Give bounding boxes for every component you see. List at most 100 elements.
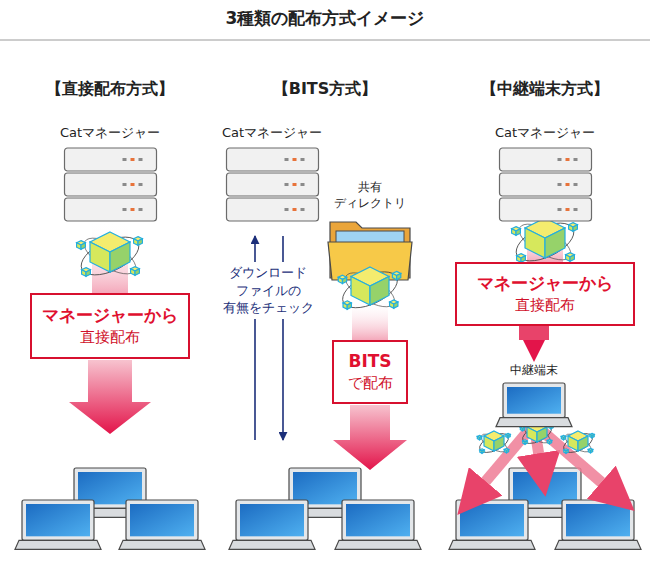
orbit-ring — [478, 431, 509, 456]
orbit-ring — [514, 217, 576, 267]
cube-right — [545, 228, 565, 258]
distribution-box: BITSで配布 — [332, 340, 408, 404]
distribution-arrow — [333, 405, 407, 470]
server-led — [122, 208, 126, 211]
server-unit — [499, 148, 591, 171]
server-unit — [64, 173, 156, 196]
server-unit — [64, 198, 156, 221]
method-heading: 【中継端末方式】 — [445, 76, 645, 102]
diagram-title: 3種類の配布方式イメージ — [0, 7, 650, 30]
laptop-screen — [566, 504, 630, 536]
server-led — [130, 208, 134, 211]
manager-server: Catマネージャー — [492, 124, 599, 225]
node-heading: マネージャーから — [42, 304, 178, 327]
server-led — [130, 158, 134, 161]
cube-right — [508, 434, 510, 437]
cube-left — [512, 229, 516, 236]
cube-right — [494, 436, 504, 451]
server-unit — [226, 148, 318, 171]
laptop-lid — [22, 500, 94, 540]
orbit-ring — [76, 229, 145, 282]
server-unit — [226, 173, 318, 196]
cube-right — [86, 270, 90, 277]
cube-left — [82, 270, 86, 277]
node-heading: 中継端末 — [494, 362, 574, 378]
distribution-arrow — [69, 360, 151, 434]
server-led — [138, 183, 142, 186]
manager-server: Catマネージャー — [219, 124, 326, 225]
server-led — [573, 183, 577, 186]
node-heading: Catマネージャー — [492, 124, 599, 142]
laptop-base — [335, 540, 421, 549]
cube-right — [347, 303, 351, 309]
server-icon — [492, 147, 599, 225]
laptop-lid — [503, 383, 565, 418]
laptop-screen — [346, 504, 410, 536]
server-led — [557, 183, 561, 186]
laptop-lid — [562, 500, 634, 540]
cube-right — [370, 277, 389, 306]
node-heading: マネージャーから — [477, 272, 613, 295]
cube-left — [77, 243, 81, 250]
server-led — [565, 208, 569, 211]
cube-right — [578, 436, 588, 451]
cube-right — [394, 302, 398, 308]
server-led — [300, 183, 304, 186]
distribution-box: マネージャーから直接配布 — [30, 293, 190, 359]
orbit-ring — [79, 231, 141, 281]
laptop-lid — [342, 500, 414, 540]
cube-left — [338, 277, 342, 283]
cube-left — [566, 255, 570, 262]
laptop-lid — [126, 500, 198, 540]
cube-left — [131, 269, 135, 276]
orbit-ring — [477, 430, 511, 457]
cube-right — [135, 269, 139, 276]
illustration-group — [15, 215, 641, 549]
server-led — [138, 208, 142, 211]
node-heading: Catマネージャー — [57, 124, 164, 142]
server-led — [138, 158, 142, 161]
relay-terminal: 中継端末 — [494, 362, 574, 426]
cube-right — [566, 450, 568, 453]
orbit-ring — [511, 215, 580, 268]
laptop-base — [496, 418, 572, 427]
server-led — [292, 158, 296, 161]
server-led — [565, 183, 569, 186]
folder-icon — [322, 216, 418, 312]
cube-left — [392, 273, 396, 279]
laptop-base — [229, 540, 315, 549]
cube-right — [482, 450, 484, 453]
server-unit — [499, 173, 591, 196]
server-led — [284, 183, 288, 186]
manager-server: Catマネージャー — [57, 124, 164, 225]
cube-left — [525, 228, 545, 258]
cube-right — [81, 243, 85, 250]
cube-right — [523, 427, 525, 430]
node-heading: Catマネージャー — [219, 124, 326, 142]
server-led — [284, 158, 288, 161]
cube-right — [537, 427, 547, 442]
cube-right — [507, 449, 509, 452]
distribution-box: マネージャーから直接配布 — [455, 262, 635, 326]
cube-left — [568, 436, 578, 451]
cube-right — [397, 273, 401, 279]
laptop-screen — [240, 504, 304, 536]
cube-left — [527, 427, 537, 442]
laptop-lid — [236, 500, 308, 540]
server-led — [130, 183, 134, 186]
laptop-base — [15, 540, 101, 549]
cube-right — [573, 225, 577, 232]
server-icon — [219, 147, 326, 225]
server-led — [292, 208, 296, 211]
laptop-base — [555, 540, 641, 549]
server-led — [300, 208, 304, 211]
server-led — [284, 208, 288, 211]
shared-folder: 共有 ディレクトリ — [322, 180, 418, 313]
orbit-ring — [561, 430, 595, 457]
cube-left — [484, 436, 494, 451]
server-unit — [226, 198, 318, 221]
server-led — [557, 158, 561, 161]
laptop-screen — [130, 504, 194, 536]
fan-arrow — [480, 424, 534, 488]
